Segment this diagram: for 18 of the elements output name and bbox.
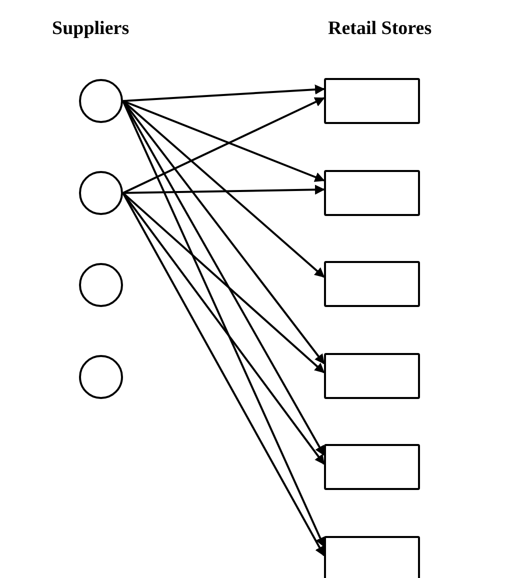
supplier-circle xyxy=(79,355,123,399)
supplier-circle xyxy=(79,79,123,123)
arrow xyxy=(122,97,325,194)
supplier-circle xyxy=(79,263,123,307)
column-heading: Suppliers xyxy=(52,18,130,40)
supplier-circle xyxy=(79,171,123,215)
arrow xyxy=(122,84,325,102)
column-heading: Retail Stores xyxy=(328,18,432,40)
arrow xyxy=(122,184,325,195)
store-box xyxy=(324,444,420,490)
store-box xyxy=(324,352,420,398)
arrow xyxy=(122,192,325,556)
store-box xyxy=(324,536,420,578)
store-box xyxy=(324,170,420,216)
arrow xyxy=(122,100,325,182)
store-box xyxy=(324,261,420,307)
store-box xyxy=(324,78,420,124)
arrow xyxy=(122,192,325,374)
